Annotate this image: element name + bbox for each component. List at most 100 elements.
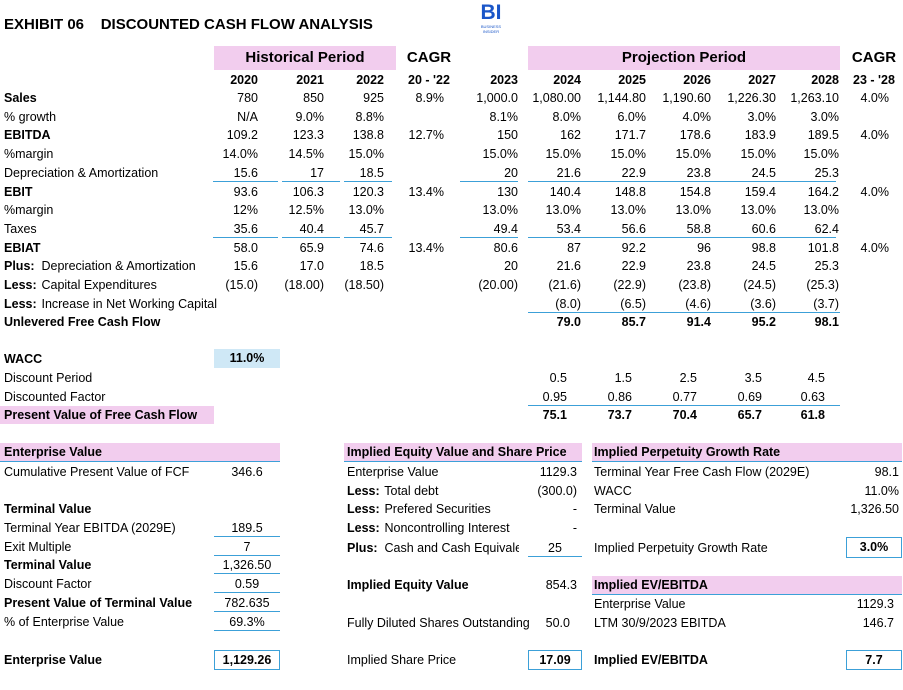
- hist-value: 18.5: [359, 259, 384, 274]
- proj-value: 15.0%: [610, 147, 646, 162]
- proj-value: 87: [567, 240, 581, 255]
- equity-label: Prefered Securities: [381, 502, 491, 517]
- row-label: Increase in Net Working Capital: [38, 296, 218, 311]
- discount-value: 2.5: [679, 371, 697, 385]
- proj-value: 171.7: [614, 128, 646, 143]
- hist-value: 12%: [232, 203, 258, 218]
- value-2023: 150: [497, 128, 518, 143]
- row-label: Sales: [4, 91, 37, 105]
- proj-value: 62.4: [814, 221, 839, 236]
- proj-value: 164.2: [807, 184, 839, 199]
- row-underline: [214, 573, 280, 575]
- proj-value: 178.6: [679, 128, 711, 143]
- value-2023: 15.0%: [482, 147, 518, 162]
- row-prefix: Plus:: [4, 259, 35, 274]
- proj-value: (8.0): [555, 296, 581, 311]
- proj-value: 15.0%: [740, 147, 776, 162]
- tv-label: Present Value of Terminal Value: [4, 595, 193, 610]
- proj-value: 15.0%: [545, 147, 581, 162]
- ev-section-title: Enterprise Value: [0, 443, 280, 462]
- year-header: 2022: [356, 73, 384, 87]
- row-underline: [344, 236, 392, 238]
- wacc-value: 11.0%: [214, 349, 280, 368]
- discount-value: 65.7: [737, 408, 762, 423]
- cagr-hist-value: 8.9%: [415, 91, 445, 105]
- evebitda-section-title: Implied EV/EBITDA: [592, 576, 902, 595]
- row-underline: [214, 554, 280, 556]
- proj-value: 162: [560, 128, 581, 143]
- proj-value: (3.6): [750, 296, 776, 311]
- proj-value: 13.0%: [740, 203, 776, 218]
- perp-section-title: Implied Perpetuity Growth Rate: [592, 443, 902, 462]
- proj-value: 1,190.60: [662, 91, 711, 105]
- cagr-proj-value: 4.0%: [860, 184, 890, 199]
- evebitda-value: 1129.3: [856, 597, 894, 611]
- discount-value: 70.4: [672, 408, 697, 423]
- tv-value: 69.3%: [229, 614, 265, 629]
- year-header: 2028: [811, 73, 839, 87]
- row-underline: [282, 236, 340, 238]
- equity-value: 1129.3: [539, 465, 577, 479]
- equity-label: Enterprise Value: [347, 465, 439, 479]
- proj-value: 13.0%: [545, 203, 581, 218]
- row-label: % growth: [4, 109, 57, 124]
- proj-value: 1,144.80: [597, 91, 646, 105]
- proj-value: 154.8: [679, 184, 711, 199]
- proj-value: 4.0%: [682, 109, 712, 124]
- proj-value: 3.0%: [747, 109, 777, 124]
- tv-label: Exit Multiple: [4, 539, 72, 554]
- tv-label: Terminal Value: [4, 558, 92, 573]
- hist-value: 12.5%: [288, 203, 324, 218]
- row-label: Unlevered Free Cash Flow: [4, 315, 161, 330]
- hist-value: 9.0%: [295, 109, 325, 124]
- row-underline: [528, 180, 836, 182]
- cagr-header-hist: CAGR: [406, 49, 452, 66]
- proj-value: 148.8: [614, 184, 646, 199]
- year-header: 2026: [683, 73, 711, 87]
- proj-value: 24.5: [751, 259, 776, 274]
- proj-value: 13.0%: [610, 203, 646, 218]
- equity-label: Total debt: [381, 483, 439, 498]
- row-underline: [460, 180, 518, 182]
- proj-value: 6.0%: [617, 109, 647, 124]
- proj-value: 23.8: [686, 165, 711, 180]
- hist-value: 17.0: [299, 259, 324, 274]
- cagr-proj-value: 4.0%: [860, 91, 890, 105]
- hist-value: (18.50): [344, 278, 384, 292]
- hist-value: 13.0%: [348, 203, 384, 218]
- year-header: 2025: [618, 73, 646, 87]
- row-prefix: Less:: [4, 278, 37, 292]
- evebitda-label: LTM 30/9/2023 EBITDA: [594, 615, 726, 630]
- iev-value: 854.3: [545, 578, 577, 592]
- equity-section-title: Implied Equity Value and Share Price: [344, 443, 582, 462]
- year-header: 2027: [748, 73, 776, 87]
- tv-value: 0.59: [234, 577, 260, 592]
- discount-value: 3.5: [744, 371, 762, 385]
- proj-value: 24.5: [751, 165, 776, 180]
- discount-value: 4.5: [807, 371, 825, 385]
- equity-label: Cash and Cash Equivalents: [384, 541, 519, 555]
- proj-value: 79.0: [556, 315, 581, 330]
- value-2023: 8.1%: [489, 109, 519, 124]
- row-underline: [528, 236, 836, 238]
- tv-value: 782.635: [224, 595, 270, 610]
- proj-value: 21.6: [556, 165, 581, 180]
- hist-value: 65.9: [299, 240, 324, 255]
- discount-value: 1.5: [614, 371, 632, 385]
- proj-value: 159.4: [744, 184, 776, 199]
- value-2023: 20: [504, 259, 518, 274]
- hist-value: 15.0%: [348, 147, 384, 162]
- hist-value: 106.3: [292, 184, 324, 199]
- cagr-header-proj: CAGR: [851, 49, 897, 66]
- evebitda-label: Enterprise Value: [594, 597, 686, 611]
- hist-value: 58.0: [233, 240, 258, 255]
- row-label: %margin: [4, 147, 54, 162]
- proj-value: 8.0%: [552, 109, 582, 124]
- row-underline: [213, 180, 278, 182]
- historical-period-header: Historical Period: [214, 46, 396, 70]
- cagr-hist-value: 13.4%: [408, 240, 444, 255]
- value-2023: (20.00): [478, 278, 518, 292]
- ev-total-label: Enterprise Value: [4, 653, 102, 667]
- cagr-proj-value: 4.0%: [860, 240, 890, 255]
- proj-value: 13.0%: [675, 203, 711, 218]
